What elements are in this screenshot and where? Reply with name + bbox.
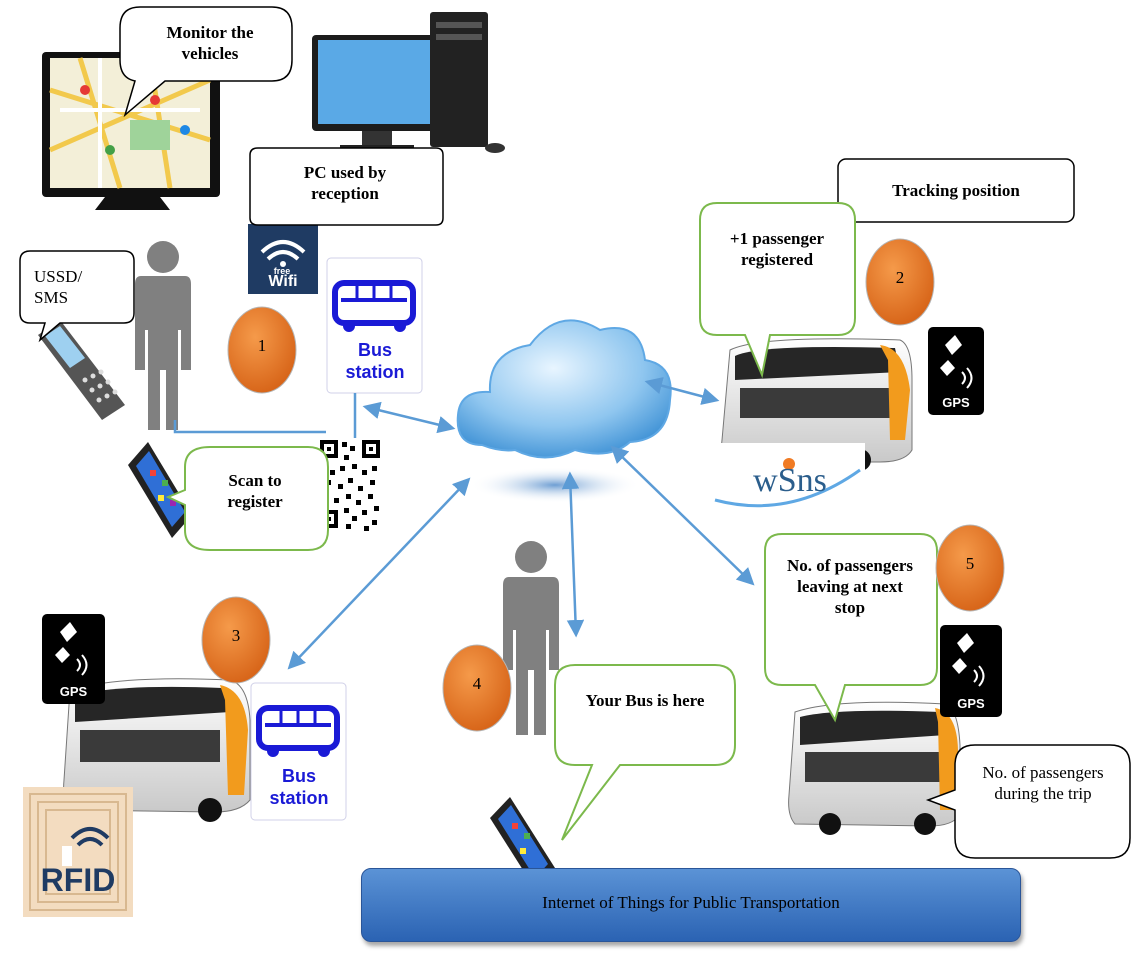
arrow-cloud-bus2 (644, 377, 720, 405)
gps-text-right: GPS (957, 696, 985, 711)
callout-ussd (19, 250, 135, 343)
callout-tracking (837, 158, 1075, 223)
badge-number-1: 1 (257, 336, 267, 355)
rfid-icon (23, 787, 133, 917)
wifi-text: Wifi (268, 273, 298, 290)
label-leaving: No. of passengers leaving at next stop (786, 556, 914, 617)
arrow-cloud-person4 (561, 471, 585, 638)
title-banner: Internet of Things for Public Transporta… (361, 868, 1021, 942)
rfid-text: RFID (40, 862, 116, 898)
badge-number-5: 5 (965, 554, 975, 573)
desktop-pc-icon (312, 12, 505, 162)
gps-icon-top (928, 327, 984, 415)
bus-icon-top (721, 338, 913, 471)
label-during: No. of passengers during the trip (982, 763, 1104, 803)
wifi-free-text: free (273, 266, 291, 276)
badge-5 (935, 524, 1005, 612)
arrow-cloud-bus3 (287, 477, 471, 670)
badge-number-3: 3 (231, 626, 241, 645)
label-tracking: Tracking position (892, 181, 1020, 200)
callout-bus-here (554, 664, 736, 841)
bus-icon-right (788, 701, 961, 835)
label-ussd: USSD/ SMS (34, 267, 83, 307)
callout-scan (165, 446, 329, 551)
arrow-cloud-bus5 (610, 445, 755, 586)
callout-passenger (699, 202, 856, 379)
bus-station-text-top-1: Bus (357, 340, 392, 360)
callout-monitor (119, 6, 293, 118)
bus-station-sign-top (326, 257, 423, 394)
arrow-station-cloud (362, 401, 456, 434)
wsns-text: wSns (753, 462, 827, 499)
badge-3 (201, 596, 271, 684)
bus-station-text-bottom-2: station (269, 788, 329, 808)
smartphone-notification-icon (490, 797, 555, 889)
badge-number-2: 2 (895, 268, 905, 287)
bus-icon-left (63, 678, 251, 822)
badge-number-4: 4 (472, 674, 482, 693)
connection-arrows (173, 377, 755, 670)
monitor-icon (42, 52, 220, 210)
diagram-title: Internet of Things for Public Transporta… (542, 893, 840, 912)
person-passenger-icon (503, 541, 559, 735)
gps-text-top: GPS (942, 395, 970, 410)
callout-pc (249, 147, 444, 226)
badge-4 (442, 644, 512, 732)
callout-during (925, 744, 1131, 859)
callout-leaving (764, 533, 938, 723)
smartphone-scan-icon (128, 442, 192, 538)
badge-1 (227, 306, 297, 394)
wsns-logo (710, 443, 865, 513)
bus-station-text-bottom-1: Bus (281, 766, 316, 786)
gps-icon-right (940, 625, 1002, 717)
gps-icon-left (42, 614, 105, 704)
label-scan: Scan to register (227, 471, 283, 511)
person-user-icon (135, 241, 191, 430)
step-badges (201, 238, 1005, 732)
mobile-phone-icon (38, 320, 125, 420)
line-person-station (173, 420, 326, 434)
label-passenger: +1 passenger registered (729, 229, 825, 269)
cloud-icon (456, 319, 672, 503)
free-wifi-icon (248, 224, 318, 294)
label-monitor: Monitor the vehicles (166, 23, 254, 63)
bus-station-text-top-2: station (345, 362, 405, 382)
label-pc: PC used by reception (303, 163, 387, 203)
gps-text-left: GPS (59, 684, 88, 699)
badge-2 (865, 238, 935, 326)
bus-station-sign-bottom (250, 682, 347, 821)
label-bus-here: Your Bus is here (585, 691, 705, 710)
